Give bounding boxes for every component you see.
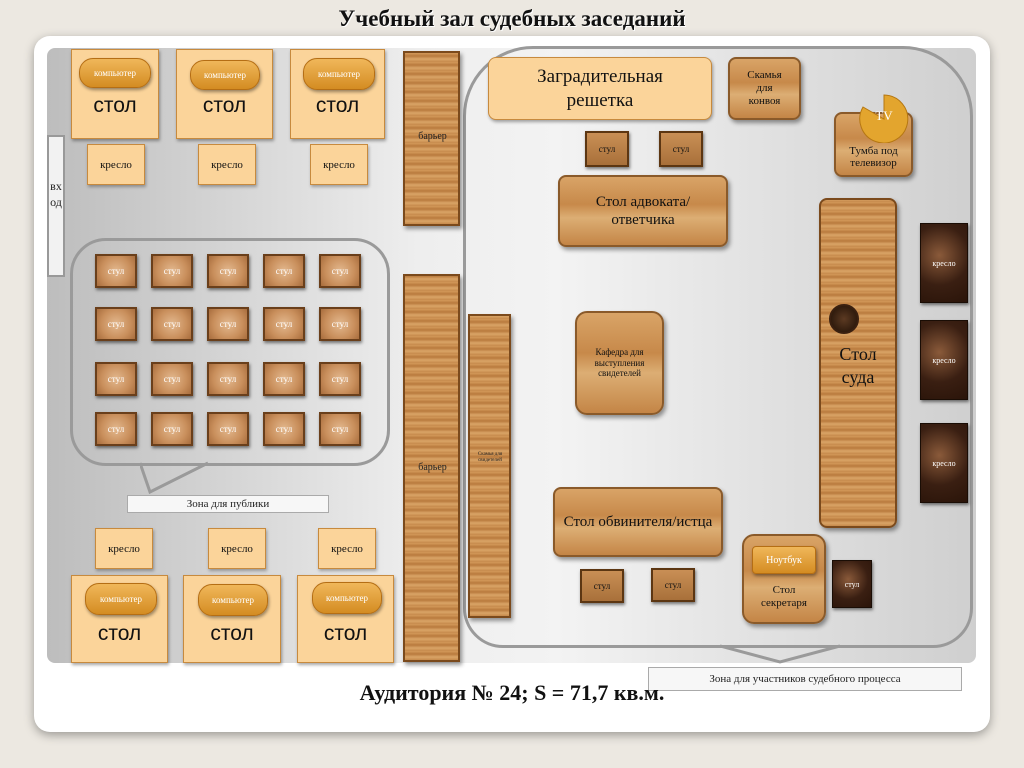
prosecutor-table: Стол обвинителя/истца bbox=[553, 487, 723, 557]
judge-gavel-icon bbox=[829, 304, 859, 334]
public-chair[interactable]: стул bbox=[263, 362, 305, 396]
armchair-2[interactable]: кресло bbox=[198, 144, 256, 185]
armchair-label: кресло bbox=[108, 542, 140, 555]
public-chair[interactable]: стул bbox=[95, 307, 137, 341]
defendant-chair-1[interactable]: стул bbox=[585, 131, 629, 167]
witness-bench[interactable] bbox=[468, 314, 511, 618]
public-chair[interactable]: стул bbox=[207, 307, 249, 341]
public-chair[interactable]: стул bbox=[95, 412, 137, 446]
tv-label: TV bbox=[875, 108, 893, 123]
public-chair[interactable]: стул bbox=[263, 412, 305, 446]
defendant-cage: Заградительная решетка bbox=[488, 57, 712, 120]
judge-chair-3[interactable]: кресло bbox=[920, 423, 968, 503]
cage-label: Заградительная решетка bbox=[537, 65, 663, 111]
prosecutor-chair-2[interactable]: стул bbox=[651, 568, 695, 602]
computer-1[interactable]: компьютер bbox=[79, 58, 151, 88]
public-chair[interactable]: стул bbox=[151, 254, 193, 288]
barrier-top bbox=[403, 51, 460, 226]
judge-table bbox=[819, 198, 897, 528]
public-zone-outline bbox=[70, 238, 390, 466]
footer-caption: Аудитория № 24; S = 71,7 кв.м. bbox=[359, 680, 665, 705]
armchair-label: кресло bbox=[331, 542, 363, 555]
public-chair[interactable]: стул bbox=[207, 412, 249, 446]
computer-label: компьютер bbox=[94, 68, 136, 78]
entrance[interactable] bbox=[47, 135, 65, 277]
desk-label: стол bbox=[210, 622, 254, 645]
public-zone-pointer bbox=[140, 461, 209, 495]
defendant-chair-2[interactable]: стул bbox=[659, 131, 703, 167]
barrier-bottom-label: барьер bbox=[418, 462, 447, 473]
witness-bench-label: Скамья для свидетелей bbox=[477, 452, 503, 463]
computer-label: компьютер bbox=[326, 593, 368, 603]
armchair-label: кресло bbox=[323, 158, 355, 171]
judge-chair-1[interactable]: кресло bbox=[920, 223, 968, 303]
public-zone-label: Зона для публики bbox=[127, 495, 329, 513]
public-chair[interactable]: стул bbox=[95, 362, 137, 396]
public-chair[interactable]: стул bbox=[151, 412, 193, 446]
defense-table: Стол адвоката/ответчика bbox=[558, 175, 728, 247]
participants-zone-pointer bbox=[720, 644, 841, 664]
armchair-5[interactable]: кресло bbox=[208, 528, 266, 569]
page-title: Учебный зал судебных заседаний bbox=[338, 6, 686, 31]
armchair-4[interactable]: кресло bbox=[95, 528, 153, 569]
public-chair[interactable]: стул bbox=[263, 254, 305, 288]
armchair-label: кресло bbox=[100, 158, 132, 171]
armchair-1[interactable]: кресло bbox=[87, 144, 145, 185]
desk-label: стол bbox=[97, 622, 142, 645]
public-chair[interactable]: стул bbox=[319, 307, 361, 341]
participants-zone-label: Зона для участников судебного процесса bbox=[648, 667, 962, 691]
secretary-chair[interactable]: стул bbox=[832, 560, 872, 608]
public-chair[interactable]: стул bbox=[207, 254, 249, 288]
entrance-label: вход bbox=[50, 179, 62, 209]
witness-lectern[interactable]: Кафедра для выступления свидетелей bbox=[575, 311, 664, 415]
armchair-6[interactable]: кресло bbox=[318, 528, 376, 569]
armchair-label: кресло bbox=[211, 158, 243, 171]
computer-label: компьютер bbox=[204, 70, 246, 80]
computer-5[interactable]: компьютер bbox=[198, 584, 268, 616]
tv-icon[interactable] bbox=[856, 93, 912, 143]
public-chair[interactable]: стул bbox=[263, 307, 305, 341]
desk-label: стол bbox=[93, 94, 137, 117]
computer-label: компьютер bbox=[212, 595, 254, 605]
public-chair[interactable]: стул bbox=[151, 307, 193, 341]
convoy-bench[interactable]: Скамья для конвоя bbox=[728, 57, 801, 120]
barrier-bottom bbox=[403, 274, 460, 662]
computer-label: компьютер bbox=[100, 594, 142, 604]
desk-label: стол bbox=[315, 94, 360, 117]
laptop-icon[interactable]: Ноутбук bbox=[752, 546, 816, 574]
public-chair[interactable]: стул bbox=[319, 412, 361, 446]
computer-label: компьютер bbox=[318, 69, 360, 79]
prosecutor-chair-1[interactable]: стул bbox=[580, 569, 624, 603]
computer-3[interactable]: компьютер bbox=[303, 58, 375, 90]
computer-4[interactable]: компьютер bbox=[85, 583, 157, 615]
desk-label: стол bbox=[202, 94, 247, 117]
armchair-label: кресло bbox=[221, 542, 253, 555]
barrier-top-label: барьер bbox=[418, 131, 447, 142]
public-chair[interactable]: стул bbox=[319, 362, 361, 396]
computer-2[interactable]: компьютер bbox=[190, 60, 260, 90]
participants-zone-outline bbox=[463, 46, 973, 648]
judge-table-label: Стол суда bbox=[839, 344, 877, 387]
judge-chair-2[interactable]: кресло bbox=[920, 320, 968, 400]
public-chair[interactable]: стул bbox=[319, 254, 361, 288]
public-chair[interactable]: стул bbox=[95, 254, 137, 288]
public-chair[interactable]: стул bbox=[207, 362, 249, 396]
computer-6[interactable]: компьютер bbox=[312, 582, 382, 614]
armchair-3[interactable]: кресло bbox=[310, 144, 368, 185]
public-chair[interactable]: стул bbox=[151, 362, 193, 396]
desk-label: стол bbox=[323, 622, 368, 645]
